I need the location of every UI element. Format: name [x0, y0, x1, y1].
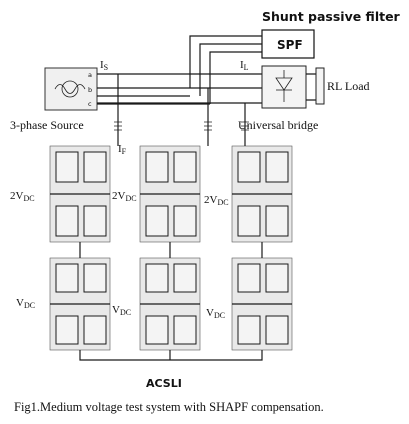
bridge-label: Universal bridge	[238, 118, 318, 132]
v2dc-label-2: 2VDC	[112, 190, 137, 203]
source-label: 3-phase Source	[10, 118, 84, 132]
star-connection-wires	[79, 140, 263, 361]
figure-caption: Fig1.Medium voltage test system with SHA…	[14, 400, 324, 414]
phase-b-label: b	[88, 86, 92, 94]
acsli-column-1	[49, 145, 111, 351]
three-phase-source	[44, 67, 98, 111]
vdc-label-1: VDC	[16, 297, 35, 310]
il-label: IL	[240, 59, 249, 72]
acsli-column-2	[139, 145, 201, 351]
feeder-wires	[114, 74, 249, 140]
vdc-label-3: VDC	[206, 307, 225, 320]
rl-load	[306, 67, 325, 105]
is-label: IS	[100, 59, 108, 72]
phase-c-label: c	[88, 100, 92, 108]
acsli-column-3	[231, 145, 293, 351]
spf-connection-wires	[189, 35, 262, 104]
three-phase-lines	[97, 73, 262, 105]
rl-load-label: RL Load	[327, 79, 370, 93]
shunt-filter-title: Shunt passive filter	[262, 9, 401, 24]
universal-bridge	[261, 65, 307, 109]
phase-a-label: a	[88, 71, 92, 79]
vdc-label-2: VDC	[112, 304, 131, 317]
v2dc-label-1: 2VDC	[10, 190, 35, 203]
v2dc-label-3: 2VDC	[204, 194, 229, 207]
if-label: IF	[118, 143, 127, 156]
acsli-label: ACSLI	[146, 377, 182, 390]
spf-label: SPF	[277, 38, 303, 52]
